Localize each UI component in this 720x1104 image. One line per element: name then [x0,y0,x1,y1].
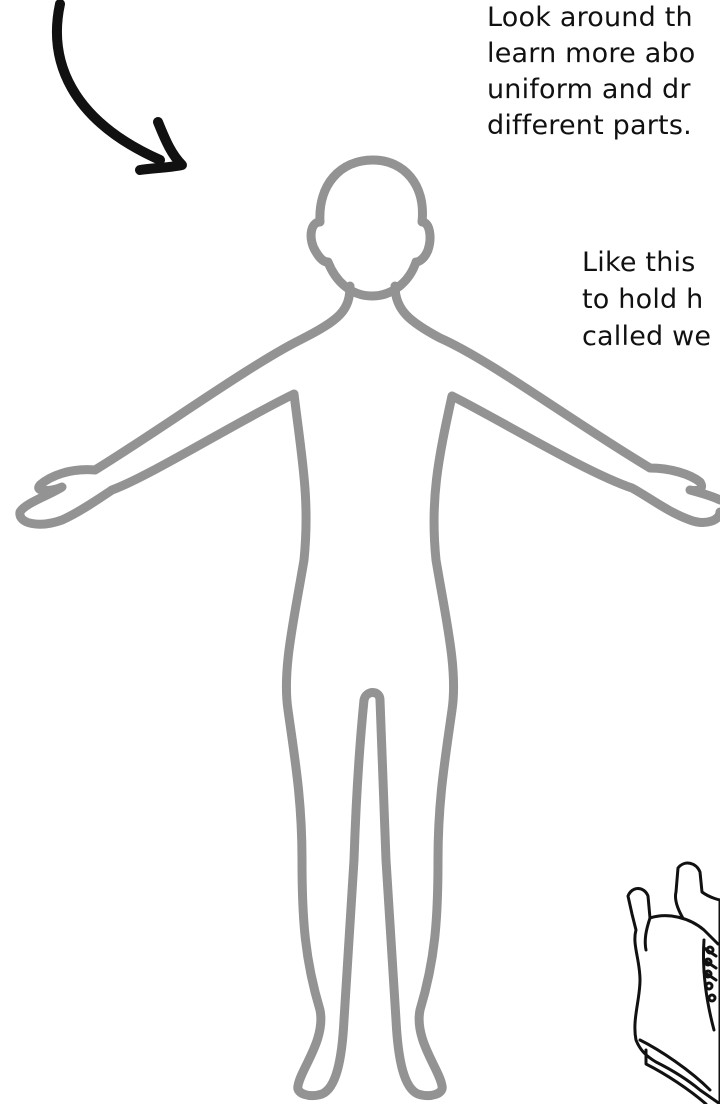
intro-line-4: different parts. [487,108,720,144]
aside-line-2: to hold h [582,281,720,318]
aside-line-3: called we [582,318,720,355]
intro-line-3: uniform and dr [487,72,720,108]
intro-paragraph: Look around th learn more abo uniform an… [487,0,720,144]
intro-line-1: Look around th [487,0,720,36]
intro-line-2: learn more abo [487,36,720,72]
aside-line-1: Like this [582,244,720,281]
aside-paragraph: Like this to hold h called we [582,244,720,355]
